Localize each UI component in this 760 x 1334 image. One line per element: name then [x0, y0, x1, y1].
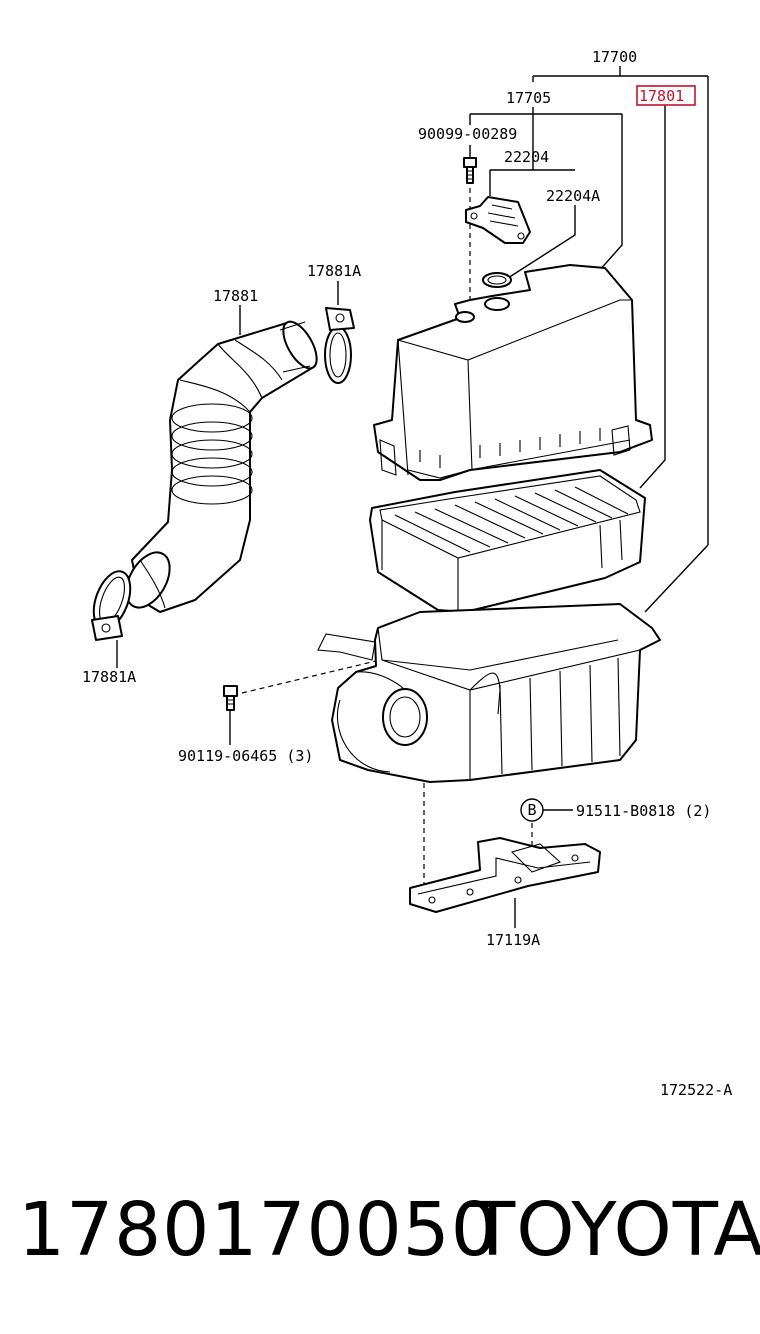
label-17881a-bottom: 17881A [82, 668, 136, 686]
reference-marker-b: B [520, 798, 544, 822]
label-17801: 17801 [639, 87, 684, 105]
label-17700: 17700 [592, 48, 637, 66]
label-17881a-top: 17881A [307, 262, 361, 280]
label-22204a: 22204A [546, 187, 600, 205]
label-17705: 17705 [506, 89, 551, 107]
airflow-sensor-icon [465, 196, 531, 244]
highlight-box [636, 85, 696, 106]
label-22204: 22204 [504, 148, 549, 166]
label-91511-b0818: 91511-B0818 (2) [576, 802, 711, 820]
label-90119-06465: 90119-06465 (3) [178, 747, 313, 765]
part-number: 1780170050 [18, 1187, 499, 1273]
air-filter-element [369, 469, 646, 613]
bolt-90119-icon [223, 685, 238, 711]
brand-name: TOYOTA [470, 1187, 760, 1273]
hose-clamp-bottom-icon [91, 570, 132, 641]
air-cleaner-cap [373, 264, 653, 481]
air-cleaner-case [317, 603, 661, 783]
o-ring-icon [482, 272, 512, 288]
hose-clamp-top-icon [324, 307, 355, 384]
bracket-17119a [409, 837, 601, 913]
label-17119a: 17119A [486, 931, 540, 949]
diagram-code: 172522-A [660, 1081, 732, 1099]
label-90099-00289: 90099-00289 [418, 125, 517, 143]
marker-b-label: B [527, 801, 536, 819]
intake-hose [125, 320, 318, 613]
bolt-90099-icon [463, 157, 477, 184]
label-17881: 17881 [213, 287, 258, 305]
